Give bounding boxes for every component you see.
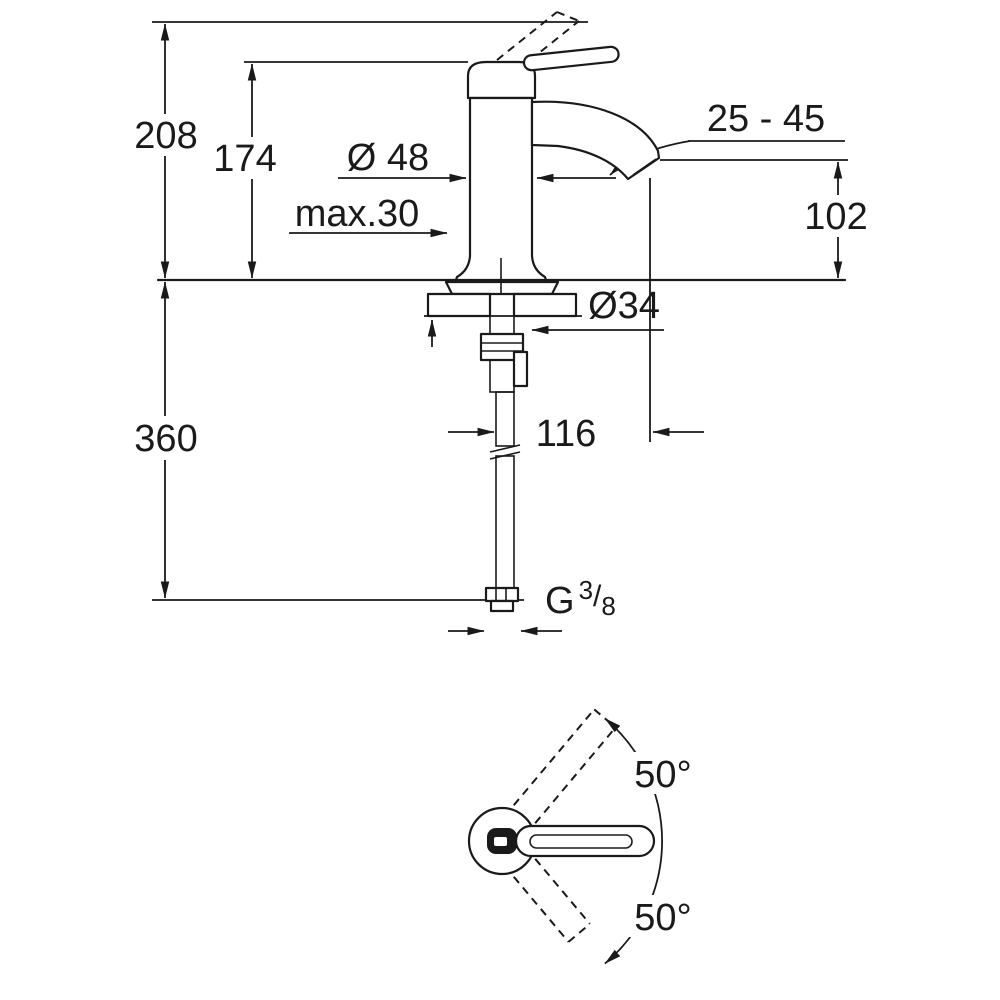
dim-cap-height-label: 174 — [213, 138, 276, 180]
dimension-arrows — [160, 23, 845, 636]
swing-angle-upper-label: 50° — [634, 754, 691, 796]
lever-lower-dashed-2 — [534, 858, 591, 925]
bg-360 — [129, 416, 203, 460]
faucet-spout — [530, 100, 661, 181]
dim-spout-reach-label: 116 — [536, 413, 597, 455]
hose-nut — [484, 586, 520, 603]
dim-hose-length-label: 360 — [134, 418, 197, 460]
lever-upper-dashed-end — [593, 708, 617, 729]
thread-slash: / — [593, 580, 602, 613]
dim-hole-diameter-label: Ø34 — [588, 285, 660, 327]
lever-raised-dashed-end — [556, 11, 580, 22]
installation-parts — [424, 280, 582, 613]
bg-174 — [208, 137, 284, 179]
counter-section-right — [512, 292, 578, 318]
dim-max-thickness-label: max.30 — [295, 193, 420, 235]
bg-102 — [799, 195, 875, 237]
lever-hub-slot — [494, 837, 507, 846]
thread-numerator: 3 — [579, 575, 593, 605]
faucet-body — [454, 96, 548, 282]
faucet-front-view — [454, 11, 661, 294]
lever-upper-dashed-2 — [534, 726, 617, 824]
faucet-top-view — [467, 708, 663, 965]
bg-208 — [129, 114, 203, 156]
lever-top-inner-line — [529, 834, 633, 849]
thread-prefix: G — [545, 580, 575, 622]
supply-hose-upper — [495, 391, 515, 447]
fixing-stud — [512, 350, 529, 388]
thread-denominator: 8 — [601, 591, 615, 621]
lever-upper-dashed-1 — [513, 708, 595, 806]
base-plate — [444, 280, 560, 296]
lever-lower-dashed-end — [567, 923, 591, 943]
dim-spout-height-label: 102 — [804, 196, 867, 238]
lever-top-outline — [514, 824, 656, 858]
dim-total-height-label: 208 — [134, 115, 197, 157]
label-backgrounds — [129, 114, 875, 937]
faucet-lever — [522, 45, 620, 72]
dim-body-diameter-label: Ø 48 — [347, 137, 429, 179]
bg-50-upper — [629, 752, 697, 794]
dimension-labels: 208 174 Ø 48 max.30 25 - 45 102 Ø34 360 … — [134, 98, 867, 939]
aerator-line — [632, 158, 657, 176]
bg-50-lower — [629, 895, 697, 937]
dim-flow-range-label: 25 - 45 — [707, 98, 825, 140]
hose-nipple — [489, 599, 515, 613]
counter-section-left — [426, 292, 492, 318]
faucet-cap — [466, 60, 537, 100]
lever-lower-dashed-1 — [513, 876, 570, 943]
swing-angle-lower-label: 50° — [634, 897, 691, 939]
supply-hose-lower — [495, 455, 515, 589]
hose-break-line-1 — [489, 444, 521, 453]
